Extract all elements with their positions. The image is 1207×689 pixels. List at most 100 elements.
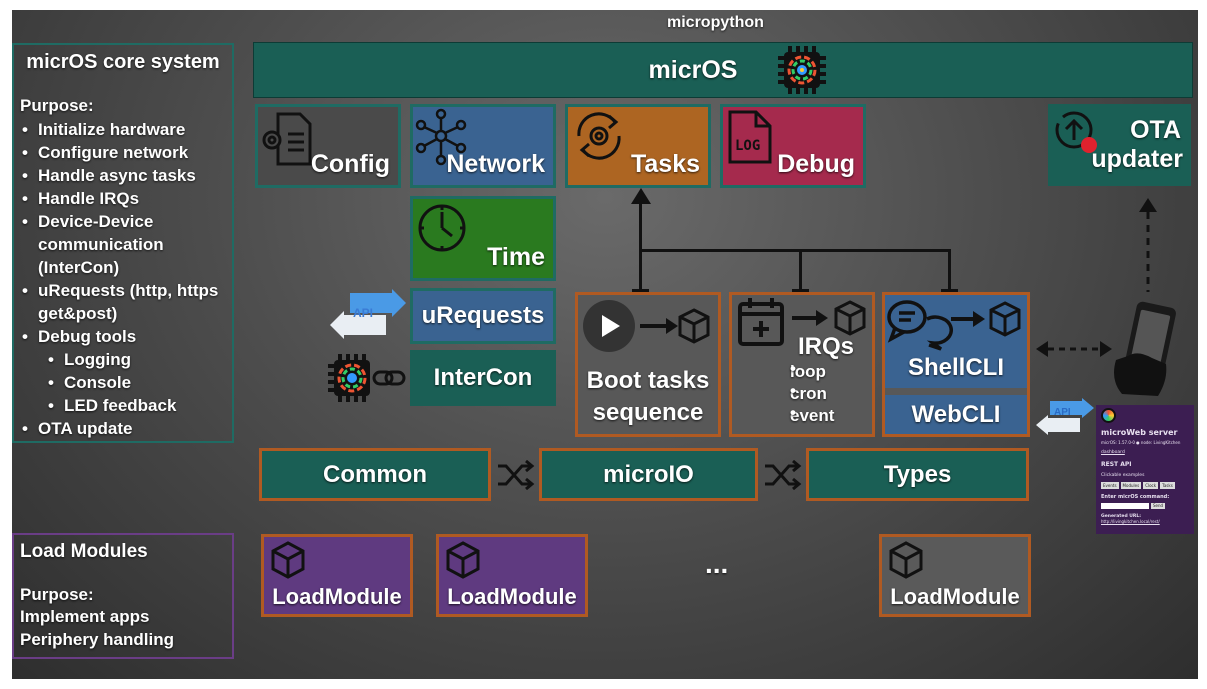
arrow-up-icon	[631, 188, 651, 209]
log-file-icon: LOG	[726, 108, 774, 171]
ota-label-line1: OTA	[1130, 116, 1181, 144]
microweb-url[interactable]: http://livingkitchen.local/rest/	[1101, 519, 1160, 524]
modules-panel-title: Load Modules	[20, 541, 148, 562]
micropython-label: micropython	[667, 14, 764, 31]
svg-text:LOG: LOG	[735, 138, 760, 154]
load-module-label: LoadModule	[272, 584, 402, 609]
core-item: Initialize hardware	[20, 118, 226, 141]
cube-icon	[888, 540, 924, 585]
intercon-label: InterCon	[433, 364, 533, 391]
types-label: Types	[883, 460, 952, 488]
common-box: Common	[259, 448, 491, 501]
tasks-label: Tasks	[630, 150, 700, 178]
time-box: Time	[410, 196, 556, 281]
ota-update-icon	[1052, 108, 1102, 163]
core-panel-title: micrOS core system	[26, 51, 220, 73]
chat-to-cube-icon	[887, 297, 1025, 358]
webcli-label: WebCLI	[911, 400, 1001, 428]
shuffle-icon	[496, 459, 536, 495]
microweb-panel: microWeb server micrOS: 1.57.0-0 ● node:…	[1096, 405, 1194, 534]
irqs-list: loop cron event	[790, 361, 834, 427]
microweb-dashboard-link[interactable]: dashboard	[1101, 450, 1125, 455]
load-modules-panel: Load Modules Purpose: Implement apps Per…	[12, 533, 234, 659]
microweb-logo-icon	[1101, 408, 1116, 423]
core-item: Device-Device communication (InterCon)	[20, 210, 226, 279]
modules-item: Implement apps	[20, 607, 150, 626]
microweb-version: micrOS: 1.57.0-0 ● node: LivingKitchen	[1101, 440, 1181, 445]
api-arrows-icon	[330, 289, 406, 346]
shuffle-icon	[763, 459, 803, 495]
connector-line	[941, 289, 958, 292]
debug-subitem: LED feedback	[20, 394, 226, 417]
time-label: Time	[487, 243, 545, 271]
core-item: Debug tools	[20, 325, 226, 348]
ota-label-line2: updater	[1091, 145, 1183, 173]
core-item: uRequests (http, https get&post)	[20, 279, 226, 325]
debug-box: Debug	[720, 104, 866, 188]
tasks-box: Tasks	[565, 104, 711, 188]
types-box: Types	[806, 448, 1029, 501]
network-nodes-icon	[414, 108, 470, 171]
dashed-double-arrow-icon	[1036, 340, 1112, 363]
ellipsis: ...	[705, 548, 729, 579]
connector-line	[948, 249, 951, 290]
boot-label-line1: Boot tasks	[586, 367, 710, 394]
connector-line	[632, 289, 649, 292]
config-label: Config	[310, 150, 390, 178]
modules-panel-purpose: Purpose:	[20, 585, 94, 604]
common-label: Common	[323, 460, 427, 488]
microweb-example-button[interactable]: Clock	[1143, 482, 1159, 489]
micros-bar-label: micrOS	[648, 55, 738, 84]
load-module-label: LoadModule	[447, 584, 577, 609]
connector-line	[799, 249, 802, 290]
clock-icon	[416, 202, 468, 259]
microweb-example-button[interactable]: Events	[1101, 482, 1119, 489]
urequests-label: uRequests	[421, 302, 545, 329]
dashed-arrow-up-icon	[1138, 198, 1158, 299]
core-system-panel: micrOS core system Purpose: Initialize h…	[12, 43, 234, 443]
microio-label: microIO	[603, 460, 694, 488]
microweb-enter-label: Enter micrOS command:	[1101, 494, 1170, 500]
microweb-buttons: Events Modules Clock Tasks	[1101, 482, 1189, 489]
shellcli-label: ShellCLI	[907, 354, 1004, 381]
microweb-title: microWeb server	[1101, 428, 1178, 437]
load-module-box: LoadModule	[261, 534, 413, 617]
micros-chip-logo-icon	[776, 44, 828, 101]
microweb-command-row: Send	[1101, 503, 1189, 509]
debug-label: Debug	[777, 150, 855, 178]
network-box: Network	[410, 104, 556, 188]
webcli-api-label: API	[1054, 407, 1071, 418]
microweb-send-button[interactable]: Send	[1151, 503, 1166, 509]
tasks-cycle-gear-icon	[569, 108, 629, 169]
core-item: Configure network	[20, 141, 226, 164]
connector-line	[792, 289, 809, 292]
microweb-command-input[interactable]	[1101, 503, 1149, 509]
intercon-chip-link-icon	[326, 352, 410, 409]
irq-item: cron	[790, 384, 827, 403]
irqs-title: IRQs	[798, 333, 855, 360]
webcli-box: WebCLI	[885, 395, 1027, 434]
urequests-box: uRequests	[410, 288, 556, 344]
shellcli-box: ShellCLI	[885, 295, 1027, 388]
microio-box: microIO	[539, 448, 758, 501]
debug-subitem: Console	[20, 371, 226, 394]
microweb-example-button[interactable]: Modules	[1120, 482, 1142, 489]
irq-item: event	[790, 406, 835, 425]
network-label: Network	[446, 150, 545, 178]
microweb-rest-heading: REST API	[1101, 461, 1132, 468]
boot-label-line2: sequence	[592, 399, 704, 426]
ota-updater-box: OTA updater	[1048, 104, 1191, 186]
microweb-generated-label: Generated URL:	[1101, 514, 1142, 519]
micros-bar: micrOS	[253, 42, 1193, 98]
modules-item: Periphery handling	[20, 630, 174, 649]
connector-line	[639, 198, 642, 290]
core-item: Handle IRQs	[20, 187, 226, 210]
microweb-clickable: Clickable examples	[1101, 473, 1145, 478]
microweb-example-button[interactable]: Tasks	[1160, 482, 1175, 489]
core-panel-list: Initialize hardware Configure network Ha…	[20, 118, 226, 440]
core-item: Handle async tasks	[20, 164, 226, 187]
core-item: OTA update	[20, 417, 226, 440]
cube-icon	[270, 540, 306, 585]
webcli-api-arrows-icon	[1034, 398, 1096, 441]
config-gear-doc-icon	[260, 110, 316, 173]
